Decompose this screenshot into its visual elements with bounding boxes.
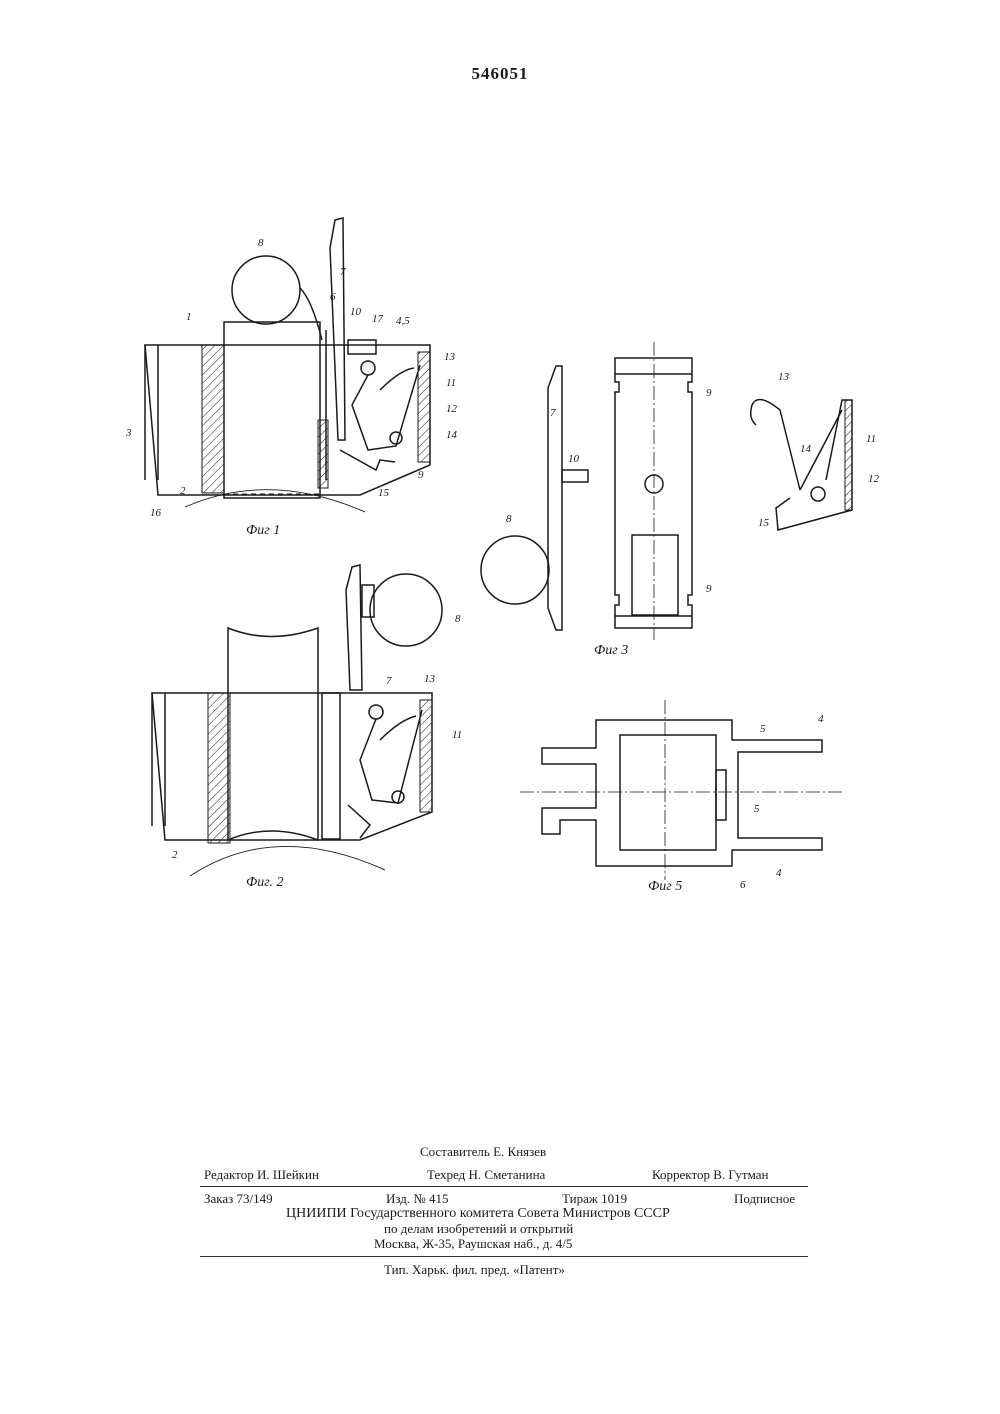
fig3-label-14: 14 (800, 443, 812, 455)
fig1-label-14: 14 (446, 429, 458, 441)
fig1-label-12: 12 (446, 403, 458, 415)
fig1-caption: Фиг 1 (246, 523, 280, 538)
corrector: Корректор В. Гутман (652, 1167, 768, 1183)
fig1-label-9: 9 (418, 469, 424, 481)
figure-1 (145, 218, 430, 512)
figure-3 (481, 342, 852, 640)
circulation: Тираж 1019 (562, 1191, 627, 1207)
fig3-label-9b: 9 (706, 583, 712, 595)
fig3-label-9a: 9 (706, 387, 712, 399)
fig1-label-6: 6 (330, 291, 336, 303)
edition: Изд. № 415 (386, 1191, 449, 1207)
fig3-label-11: 11 (866, 433, 876, 445)
editor: Редактор И. Шейкин (204, 1167, 319, 1183)
fig5-label-5b: 5 (754, 803, 760, 815)
fig3-label-8: 8 (506, 513, 512, 525)
fig2-label-7: 7 (386, 675, 392, 687)
fig1-label-3: 3 (125, 427, 132, 439)
fig1-label-8: 8 (258, 237, 264, 249)
fig3-label-7a: 7 (550, 407, 556, 419)
fig2-label-13: 13 (424, 673, 436, 685)
printer: Тип. Харьк. фил. пред. «Патент» (384, 1262, 565, 1278)
fig3-label-10: 10 (568, 453, 580, 465)
fig2-label-8: 8 (455, 613, 461, 625)
fig1-label-4-5: 4,5 (396, 315, 410, 327)
divider-bottom (200, 1256, 808, 1257)
fig5-label-5a: 5 (760, 723, 766, 735)
compiler: Составитель Е. Князев (420, 1144, 546, 1160)
techred: Техред Н. Сметанина (427, 1167, 545, 1183)
figure-5 (520, 700, 845, 880)
fig1-label-2: 2 (180, 485, 186, 497)
fig2-label-11: 11 (452, 729, 462, 741)
org-line-1: ЦНИИПИ Государственного комитета Совета … (286, 1206, 670, 1222)
fig1-label-7: 7 (340, 266, 346, 278)
divider-top (200, 1186, 808, 1187)
fig3-label-12: 12 (868, 473, 880, 485)
figure-2 (152, 565, 442, 876)
order: Заказ 73/149 (204, 1191, 273, 1207)
fig1-label-17: 17 (372, 313, 384, 325)
fig5-label-6: 6 (740, 879, 746, 891)
fig5-caption: Фиг 5 (648, 879, 682, 894)
org-line-2: по делам изобретений и открытий (384, 1221, 573, 1237)
fig3-label-15: 15 (758, 517, 770, 529)
fig2-label-2: 2 (172, 849, 178, 861)
fig5-label-4b: 4 (776, 867, 782, 879)
address: Москва, Ж-35, Раушская наб., д. 4/5 (374, 1236, 572, 1252)
fig3-label-13: 13 (778, 371, 790, 383)
fig2-caption: Фиг. 2 (246, 875, 284, 890)
subscription: Подписное (734, 1191, 795, 1207)
fig3-caption: Фиг 3 (594, 643, 628, 658)
fig1-label-16: 16 (150, 507, 162, 519)
fig1-label-11: 11 (446, 377, 456, 389)
fig1-label-10: 10 (350, 306, 362, 318)
fig5-label-4a: 4 (818, 713, 824, 725)
fig1-label-13: 13 (444, 351, 456, 363)
fig1-label-15: 15 (378, 487, 390, 499)
fig1-label-1: 1 (186, 311, 192, 323)
